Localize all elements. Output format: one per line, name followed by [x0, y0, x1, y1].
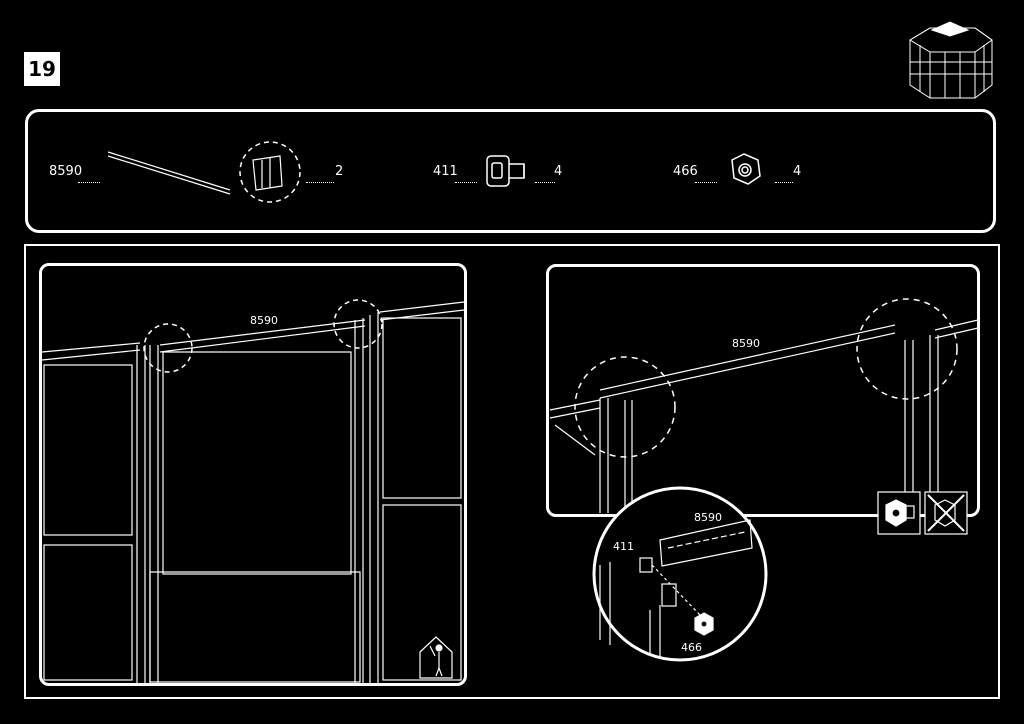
parts-panel	[25, 109, 996, 233]
part-code-8590: 8590	[49, 164, 83, 179]
main-frame	[24, 244, 1000, 699]
right-detail-panel	[546, 264, 980, 517]
part-qty-8590: 2	[335, 164, 344, 179]
part-code-411: 411	[433, 164, 458, 179]
left-detail-panel	[39, 263, 467, 686]
part-qty-411: 4	[554, 164, 563, 179]
part-qty-466: 4	[793, 164, 802, 179]
zoom-nut-label: 466	[681, 641, 702, 654]
part-code-466: 466	[673, 164, 698, 179]
step-number: 19	[24, 52, 60, 86]
zoom-bolt-label: 411	[613, 540, 634, 553]
right-profile-label: 8590	[732, 337, 760, 350]
zoom-profile-label: 8590	[694, 511, 722, 524]
left-profile-label: 8590	[250, 314, 278, 327]
